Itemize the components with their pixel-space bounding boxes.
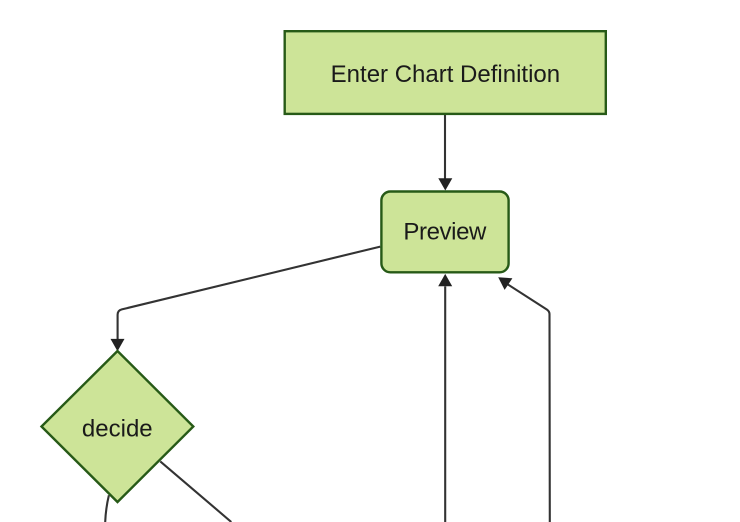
svg-text:Preview: Preview <box>403 218 487 245</box>
svg-text:decide: decide <box>82 415 153 442</box>
svg-text:Enter Chart Definition: Enter Chart Definition <box>331 61 560 88</box>
